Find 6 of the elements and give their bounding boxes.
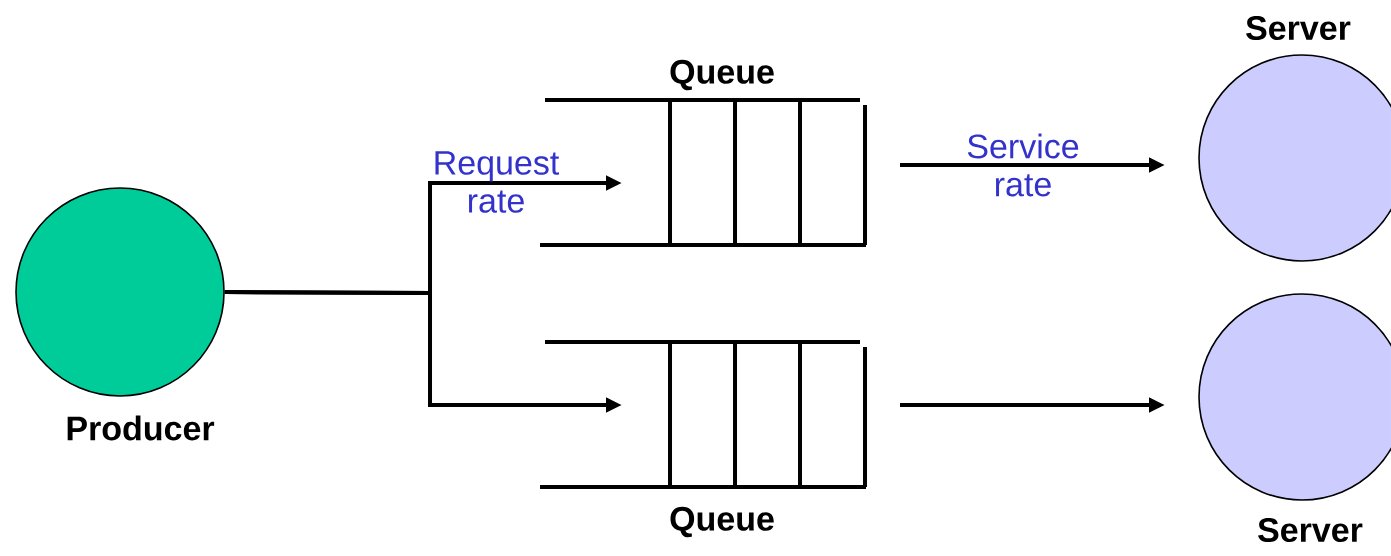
edge-label: Service rate bbox=[967, 133, 1079, 197]
edge-label: Request rate bbox=[435, 151, 560, 213]
node-label: Server bbox=[1258, 517, 1363, 543]
node-label: Producer bbox=[67, 415, 215, 441]
node-label: Server bbox=[1246, 15, 1351, 41]
queue-drawing: Queue bbox=[540, 340, 867, 538]
